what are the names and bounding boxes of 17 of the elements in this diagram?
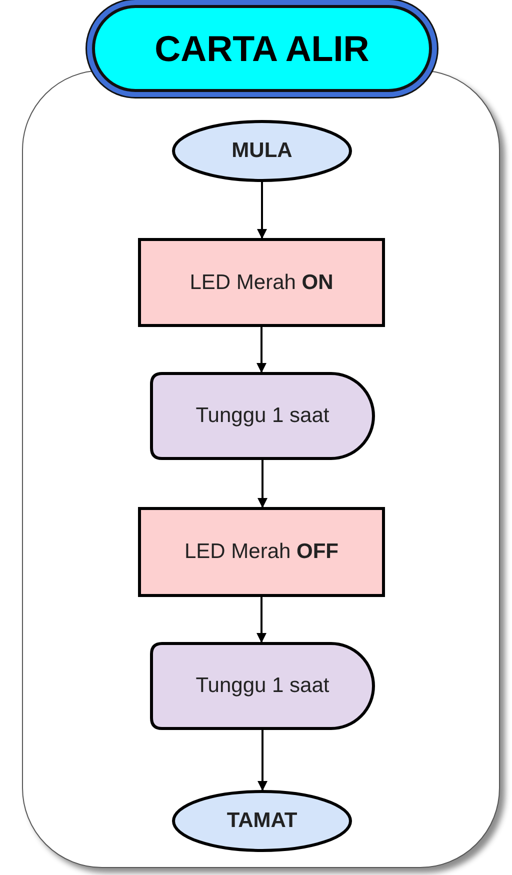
node-label: Tunggu 1 saat <box>196 404 330 428</box>
arrow <box>257 182 267 239</box>
arrow <box>258 730 268 791</box>
node-label: MULA <box>232 139 292 163</box>
node-label: Tunggu 1 saat <box>196 674 330 698</box>
terminal-oval <box>172 790 352 852</box>
node-label: LED Merah OFF <box>184 540 339 564</box>
delay-shape <box>150 372 375 460</box>
node-label: LED Merah ON <box>190 270 334 294</box>
node-label: TAMAT <box>226 809 298 833</box>
delay-shape <box>150 642 375 730</box>
terminal-oval <box>172 120 352 182</box>
arrow <box>256 327 266 373</box>
process-box <box>138 238 385 327</box>
process-box <box>138 507 385 597</box>
arrow <box>256 597 266 643</box>
arrow <box>258 460 268 508</box>
